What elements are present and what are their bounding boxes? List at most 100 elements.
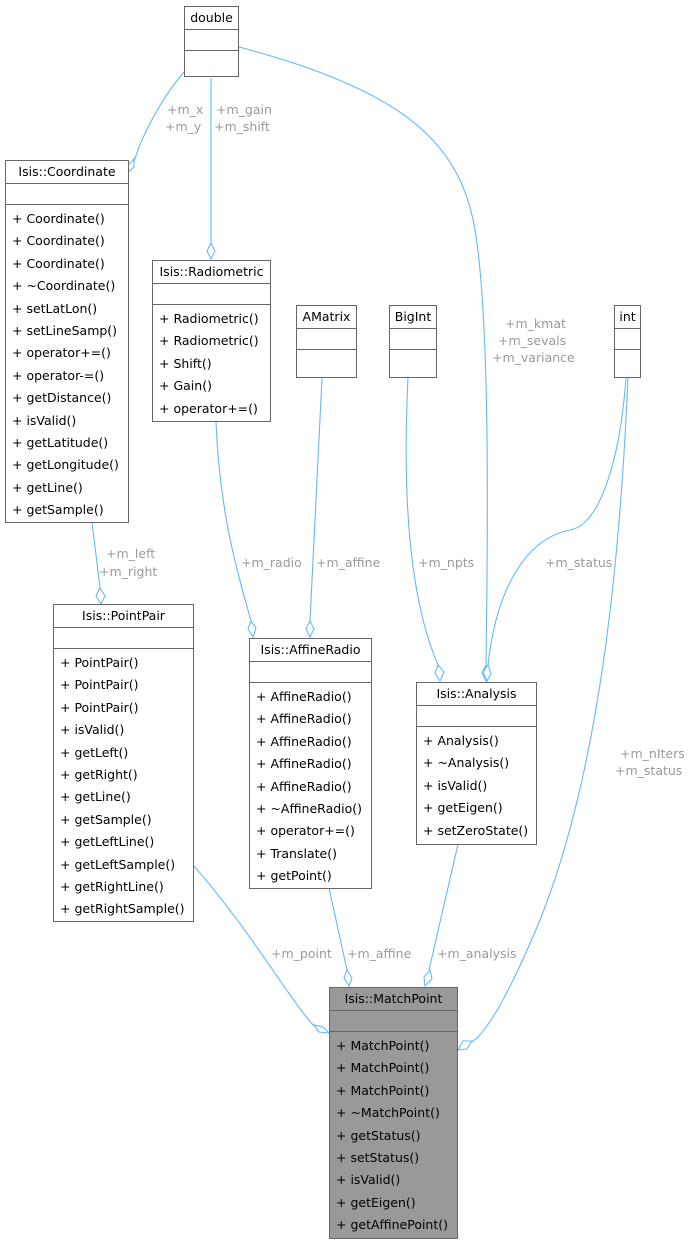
method: + getAffinePoint() (336, 1217, 449, 1233)
method: + ~AffineRadio() (256, 800, 363, 816)
method: + getStatus() (336, 1127, 421, 1143)
method: + AffineRadio() (256, 778, 352, 794)
method: + Gain() (159, 378, 212, 394)
method: + operator+=() (12, 345, 111, 361)
method: + getLongitude() (12, 457, 119, 473)
methods-section: + PointPair() + PointPair() + PointPair(… (54, 649, 193, 923)
class-bigint: BigInt (389, 305, 437, 378)
attributes-section (615, 329, 640, 350)
edge-label: +m_sevals (498, 333, 566, 348)
attributes-section (330, 1011, 457, 1032)
edge-label: +m_analysis (437, 946, 517, 961)
method: + AffineRadio() (256, 756, 352, 772)
method: + AffineRadio() (256, 689, 352, 704)
method: + isValid() (60, 722, 125, 738)
class-name: Isis::Coordinate (6, 161, 128, 184)
method: + getSample() (12, 502, 104, 518)
aggregation-diamond (247, 619, 257, 639)
class-name: AMatrix (297, 306, 356, 329)
aggregation-diamond (434, 663, 445, 683)
edge-int-matchpoint (471, 377, 629, 1043)
class-amatrix: AMatrix (296, 305, 357, 378)
edge-affineradio-matchpoint (328, 887, 348, 971)
edge-label: +m_kmat (505, 316, 566, 331)
method: + PointPair() (60, 677, 139, 693)
method: + isValid() (336, 1172, 401, 1188)
edge-bigint-analysis (405, 377, 439, 666)
method: + Radiometric() (159, 333, 259, 349)
edge-label: +m_y (165, 119, 202, 134)
aggregation-diamond (457, 1040, 473, 1051)
edge-double-coordinate (133, 71, 185, 163)
class-coordinate: Isis::Coordinate + Coordinate() + Coordi… (5, 160, 129, 523)
attributes-section (390, 329, 436, 350)
methods-section: + Coordinate() + Coordinate() + Coordina… (6, 205, 128, 523)
method: + operator+=() (256, 823, 355, 839)
methods-section: + AffineRadio() + AffineRadio() + Affine… (250, 683, 371, 890)
methods-section: + Analysis() + ~Analysis() + isValid() +… (417, 727, 536, 844)
edge-analysis-matchpoint (428, 843, 459, 971)
methods-section: + MatchPoint() + MatchPoint() + MatchPoi… (330, 1032, 457, 1239)
edge-double-analysis (238, 46, 488, 666)
method: + getLatitude() (12, 434, 109, 450)
edge-label: +m_right (99, 564, 157, 579)
method: + MatchPoint() (336, 1082, 430, 1098)
class-name: Isis::AffineRadio (250, 639, 371, 662)
class-matchpoint: Isis::MatchPoint + MatchPoint() + MatchP… (329, 987, 458, 1239)
method: + getRightSample() (60, 901, 185, 917)
method: + getRightLine() (60, 878, 164, 894)
edge-label: +m_radio (241, 555, 302, 570)
class-radiometric: Isis::Radiometric + Radiometric() + Radi… (152, 260, 271, 422)
attributes-section (54, 628, 193, 649)
method: + getLine() (12, 479, 83, 495)
methods-section (615, 350, 640, 370)
class-name: BigInt (390, 306, 436, 329)
class-affineradio: Isis::AffineRadio + AffineRadio() + Affi… (249, 638, 372, 889)
aggregation-diamond (206, 241, 216, 261)
edge-label: +m_shift (214, 119, 270, 134)
attributes-section (185, 30, 238, 51)
method: + setLineSamp() (12, 322, 118, 338)
method: + PointPair() (60, 699, 139, 715)
methods-section: + Radiometric() + Radiometric() + Shift(… (153, 305, 270, 422)
aggregation-diamond (305, 619, 315, 639)
methods-section (390, 350, 436, 370)
method: + getSample() (60, 811, 152, 827)
class-int: int (614, 305, 641, 378)
attributes-section (250, 662, 371, 683)
class-name: Isis::Analysis (417, 683, 536, 706)
attributes-section (6, 184, 128, 205)
aggregation-diamond (95, 586, 106, 606)
edge-label: +m_status (545, 555, 612, 570)
method: + setStatus() (336, 1149, 420, 1165)
edge-label: +m_x (167, 102, 203, 117)
method: + Translate() (256, 845, 337, 861)
aggregation-diamond (343, 968, 353, 988)
method: + getLeftSample() (60, 856, 176, 872)
edge-label: +m_left (106, 546, 155, 561)
method: + setLatLon() (12, 300, 98, 316)
class-name: int (615, 306, 640, 329)
method: + isValid() (12, 412, 77, 428)
edge-int-analysis (487, 377, 627, 666)
method: + PointPair() (60, 655, 139, 670)
method: + getLeftLine() (60, 834, 155, 850)
edge-label: +m_npts (418, 555, 474, 570)
edge-label: +m_variance (492, 350, 575, 365)
method: + AffineRadio() (256, 711, 352, 727)
method: + isValid() (423, 777, 488, 793)
edge-radiometric-affineradio (215, 421, 252, 622)
method: + ~MatchPoint() (336, 1105, 440, 1121)
method: + getEigen() (336, 1194, 416, 1210)
method: + getLine() (60, 789, 131, 805)
class-name: Isis::Radiometric (153, 261, 270, 284)
aggregation-diamond (423, 968, 433, 988)
method: + Coordinate() (12, 233, 105, 249)
class-name: Isis::PointPair (54, 605, 193, 628)
method: + Analysis() (423, 733, 499, 748)
edge-amatrix-affineradio (309, 377, 323, 622)
method: + MatchPoint() (336, 1060, 430, 1076)
class-pointpair: Isis::PointPair + PointPair() + PointPai… (53, 604, 194, 922)
attributes-section (417, 706, 536, 727)
